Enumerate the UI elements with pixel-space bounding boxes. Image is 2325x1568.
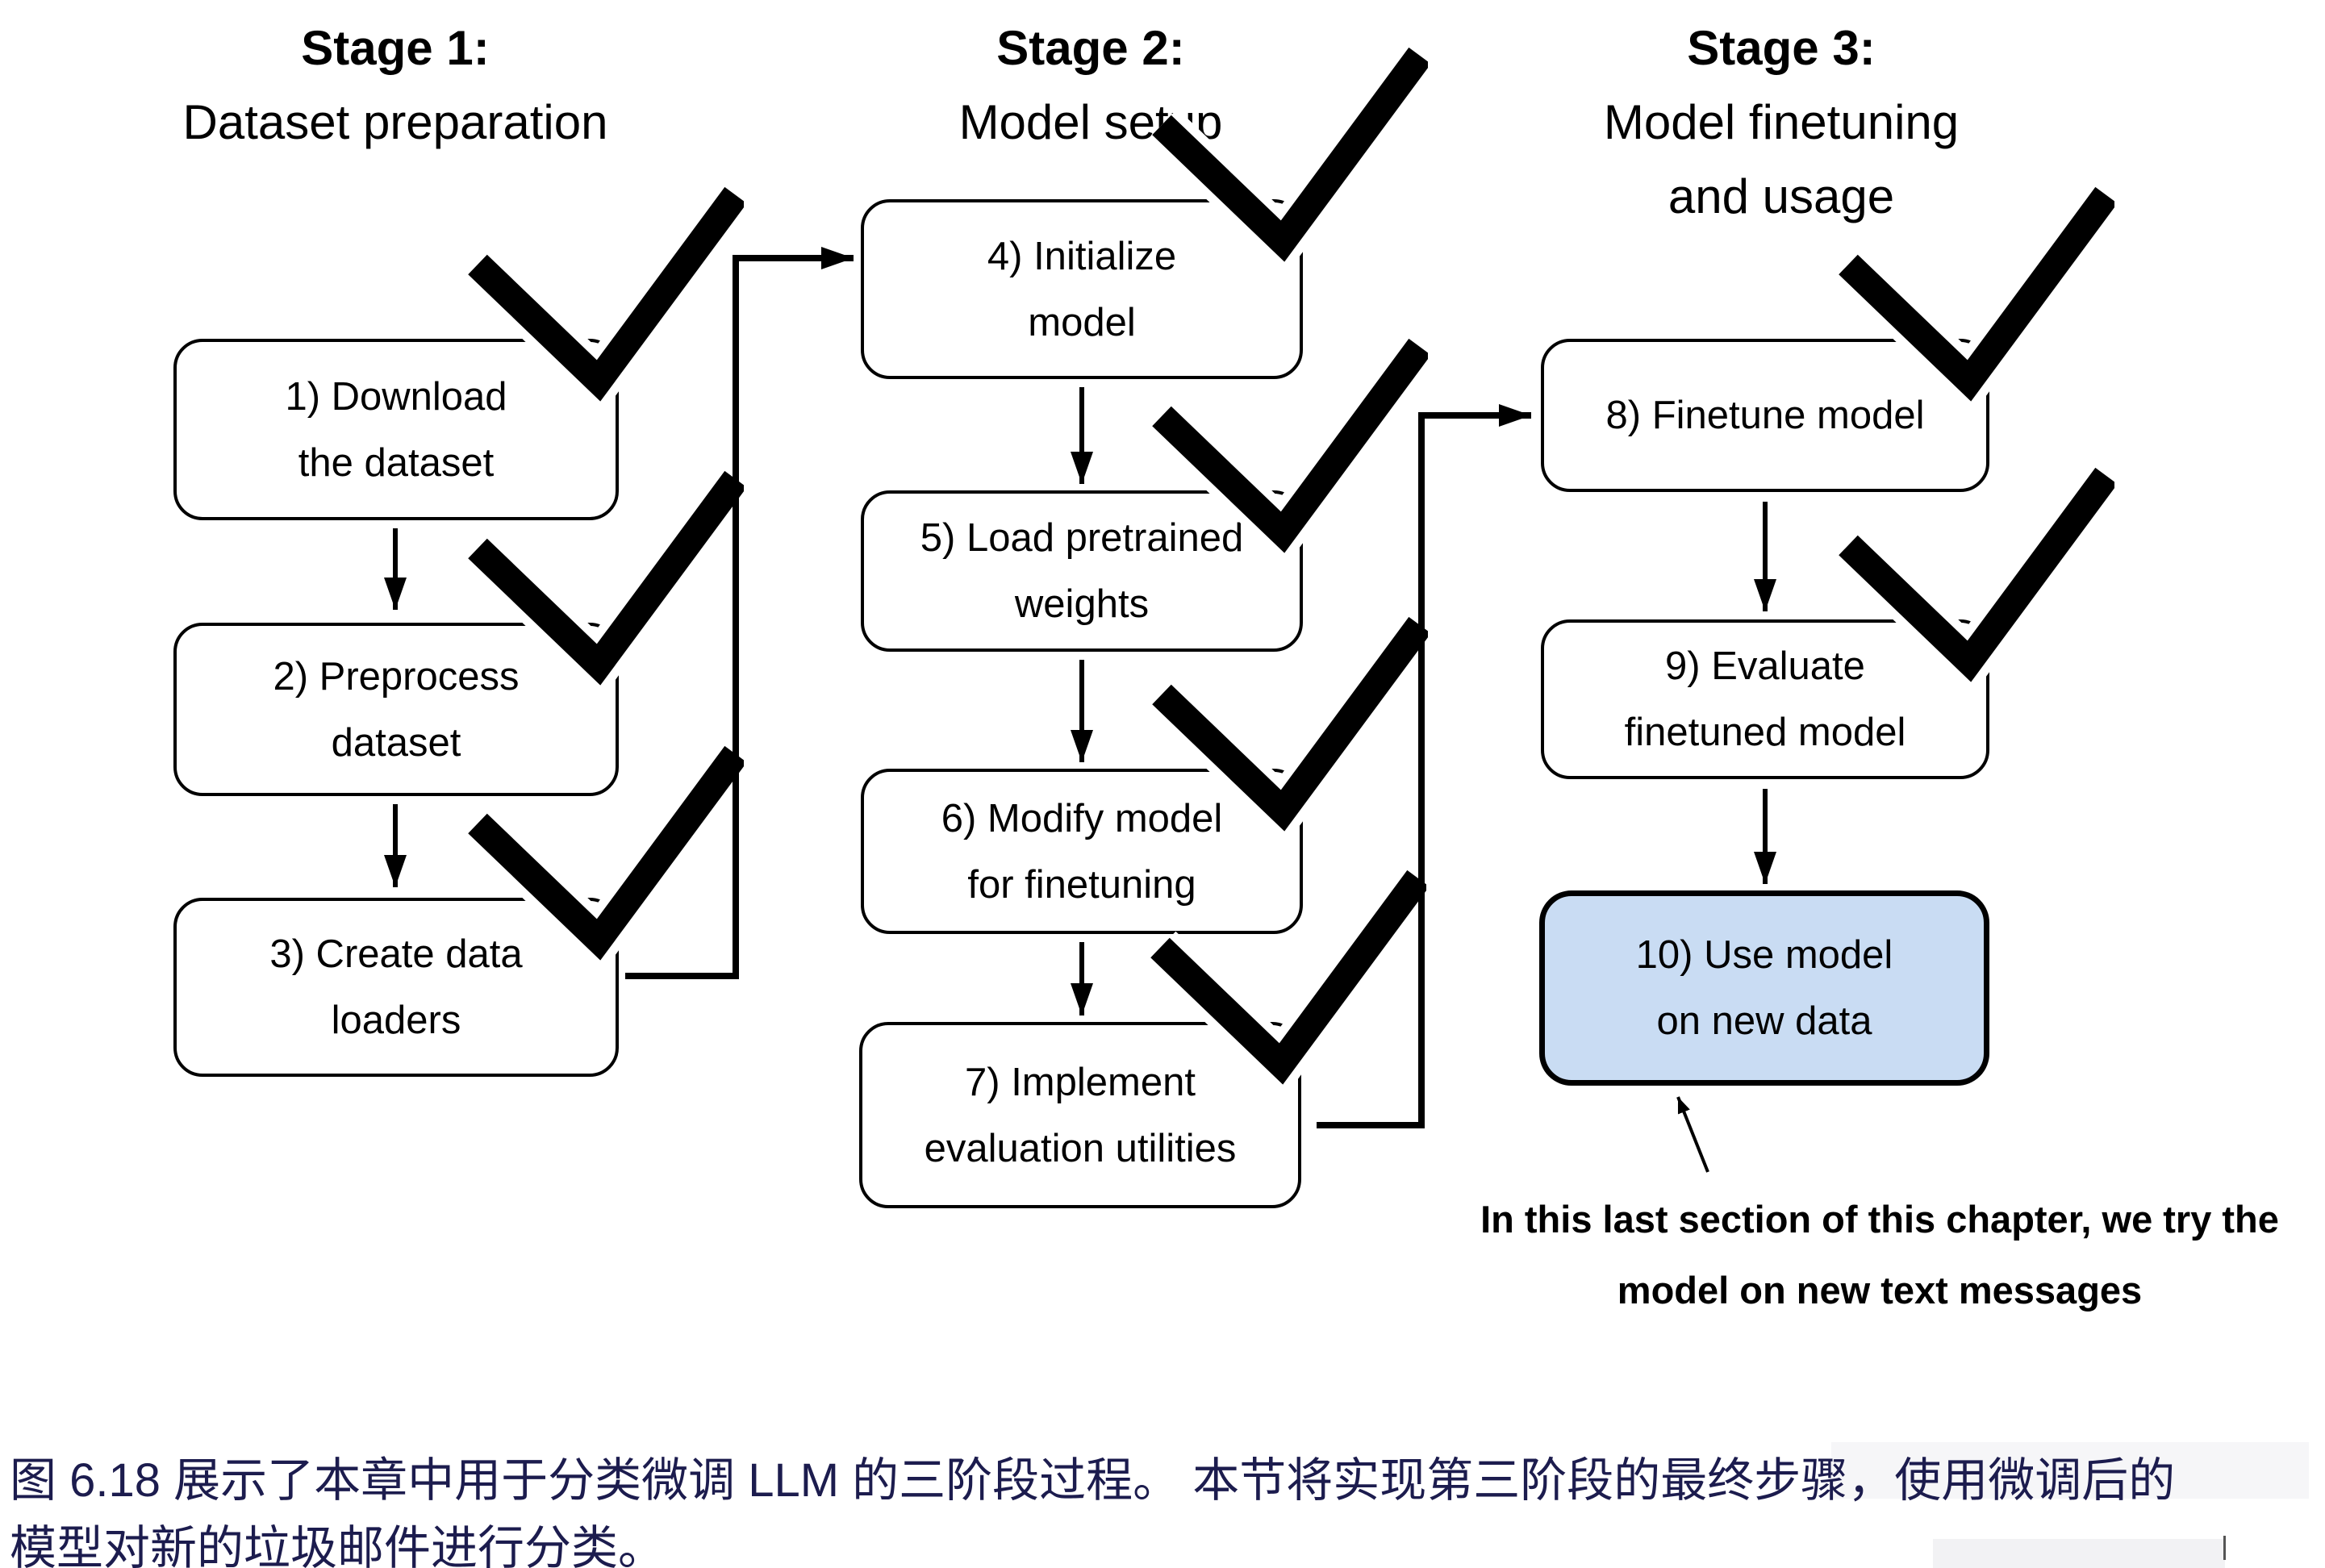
- step-box-preprocess-dataset: 2) Preprocess dataset: [173, 623, 619, 796]
- step-box-load-pretrained-weights: 5) Load pretrained weights: [861, 490, 1303, 652]
- background-band: [1933, 1539, 2225, 1568]
- stage3-title: Stage 3:: [1687, 21, 1876, 75]
- step-box-finetune-model: 8) Finetune model: [1541, 339, 1989, 492]
- step-box-download-dataset: 1) Download the dataset: [173, 339, 619, 520]
- step-box-initialize-model: 4) Initialize model: [861, 199, 1303, 379]
- elbow-connector-stage2-to-stage3: [1317, 404, 1531, 1128]
- stage3-header: Stage 3: Model finetuning and usage: [1475, 11, 2088, 234]
- stage1-subtitle: Dataset preparation: [182, 95, 608, 149]
- stage2-subtitle: Model setup: [958, 95, 1223, 149]
- step-box-use-model-on-new-data: 10) Use model on new data: [1539, 890, 1989, 1086]
- step-box-evaluate-finetuned-model: 9) Evaluate finetuned model: [1541, 619, 1989, 779]
- annotation-note: In this last section of this chapter, we…: [1480, 1198, 2279, 1312]
- elbow-connector-stage1-to-stage2: [625, 247, 854, 979]
- step-box-modify-model: 6) Modify model for finetuning: [861, 769, 1303, 934]
- step-box-create-data-loaders: 3) Create data loaders: [173, 898, 619, 1077]
- text-cursor: [2223, 1536, 2226, 1560]
- stage2-title: Stage 2:: [996, 21, 1185, 75]
- stage3-subtitle: Model finetuning and usage: [1603, 95, 1960, 223]
- annotation-arrow-icon: [1676, 1096, 1709, 1173]
- stage1-header: Stage 1: Dataset preparation: [89, 11, 702, 160]
- stage1-title: Stage 1:: [301, 21, 490, 75]
- figure-caption: 图 6.18 展示了本章中用于分类微调 LLM 的三阶段过程。 本节将实现第三阶…: [10, 1454, 2176, 1568]
- step-box-implement-evaluation-utilities: 7) Implement evaluation utilities: [859, 1022, 1301, 1208]
- stage2-header: Stage 2: Model setup: [784, 11, 1397, 160]
- background-band: [1831, 1442, 2309, 1499]
